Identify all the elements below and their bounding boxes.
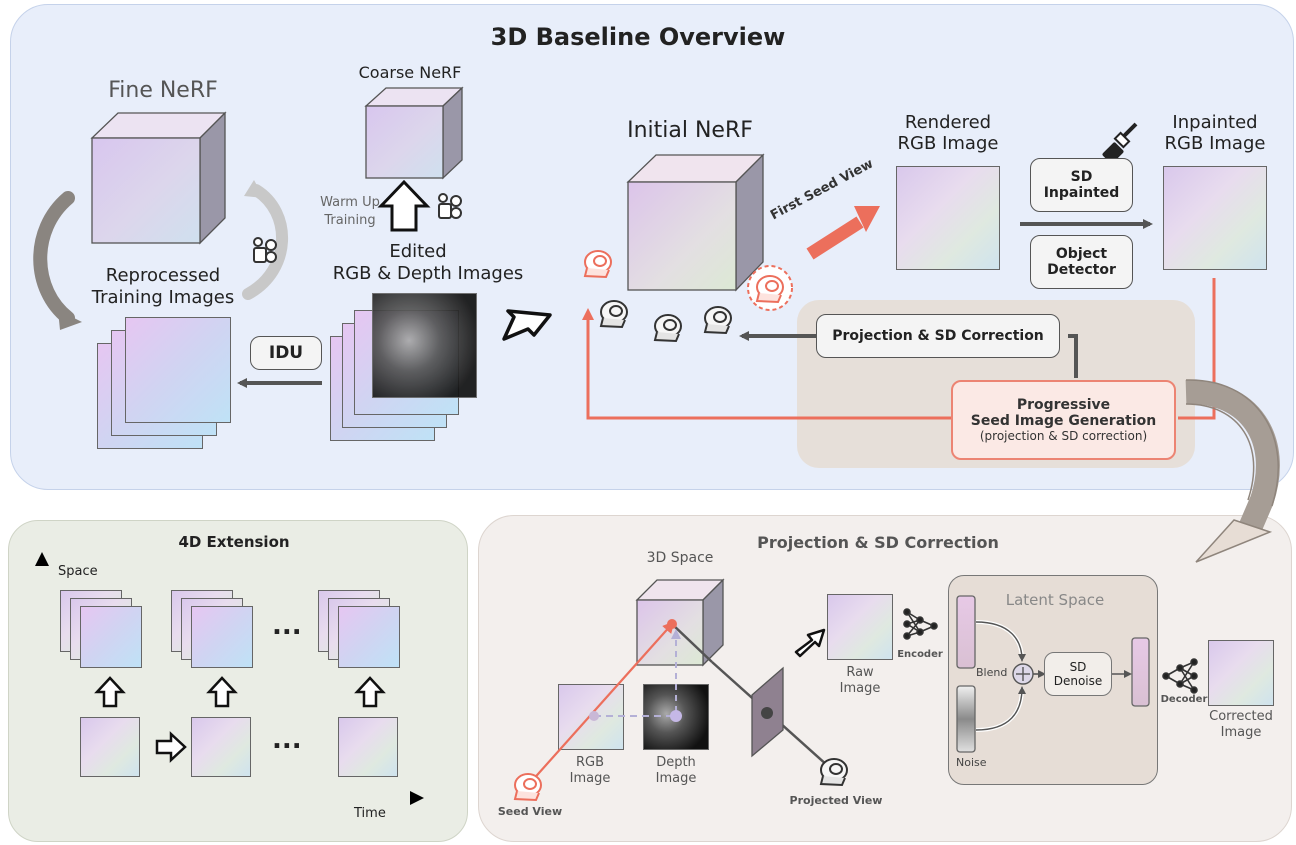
warm-up-label-1: Warm Up: [320, 195, 380, 210]
sd-inpainted-label-1: SD: [1070, 169, 1093, 185]
edited-depth-image: [372, 293, 477, 398]
fine-nerf-label: Fine NeRF: [108, 78, 218, 103]
fine-nerf-cube: [90, 111, 227, 245]
coarse-nerf-cube: [364, 86, 464, 180]
time-axis-label: Time: [354, 806, 386, 821]
rgb-image-label-1: RGB: [575, 755, 605, 770]
sd-denoise-label-2: Denoise: [1053, 674, 1103, 688]
coarse-nerf-label: Coarse NeRF: [358, 63, 462, 82]
ellipsis-time: ...: [272, 725, 302, 755]
reprocessed-label-2: Training Images: [91, 287, 235, 308]
4d-time-image-2: [191, 717, 251, 777]
inpainted-label-2: RGB Image: [1164, 133, 1266, 154]
overview-title: 3D Baseline Overview: [490, 23, 786, 51]
rgb-image-label-2: Image: [569, 771, 611, 786]
progressive-label-3: (projection & SD correction): [979, 429, 1148, 443]
projection-sd-correction-label: Projection & SD Correction: [832, 328, 1044, 344]
seed-view-label: Seed View: [497, 805, 563, 818]
progressive-seed-box: Progressive Seed Image Generation (proje…: [951, 380, 1176, 460]
depth-image-label-2: Image: [655, 771, 697, 786]
edited-label-2: RGB & Depth Images: [332, 263, 524, 284]
rendered-label-1: Rendered: [904, 112, 992, 133]
latent-space-label: Latent Space: [1005, 591, 1105, 609]
idu-label: IDU: [268, 343, 304, 363]
rendered-label-2: RGB Image: [897, 133, 999, 154]
blend-label: Blend: [976, 666, 1008, 679]
reprocessed-image-1: [125, 317, 231, 423]
idu-box: IDU: [250, 336, 322, 370]
sd-inpainted-box: SD Inpainted: [1030, 158, 1133, 212]
depth-image-label-1: Depth: [656, 755, 696, 770]
decoder-label: Decoder: [1160, 694, 1208, 705]
sd-denoise-label-1: SD: [1069, 660, 1087, 674]
sd-denoise-box: SD Denoise: [1044, 652, 1112, 696]
corrected-image-label-2: Image: [1220, 725, 1262, 740]
decoder-network-icon: [1162, 658, 1198, 694]
initial-nerf-cube: [626, 153, 765, 292]
four-d-extension-panel: [8, 520, 468, 842]
reprocessed-label-1: Reprocessed: [105, 265, 221, 286]
raw-image-label-2: Image: [839, 681, 881, 696]
raw-image-tile: [827, 594, 893, 660]
encoder-label: Encoder: [897, 649, 943, 660]
4d-time-image-3: [338, 717, 398, 777]
warm-up-label-2: Training: [324, 213, 376, 228]
progressive-label-1: Progressive: [1016, 397, 1111, 413]
corrected-image-tile: [1208, 640, 1274, 706]
4d-space-image-3a: [338, 606, 400, 668]
rendered-rgb-image: [896, 166, 1000, 270]
progressive-label-2: Seed Image Generation: [970, 413, 1157, 429]
raw-image-label-1: Raw: [846, 665, 874, 680]
encoder-network-icon: [903, 608, 938, 640]
inpainted-label-1: Inpainted: [1172, 112, 1258, 133]
edited-label-1: Edited: [389, 241, 447, 262]
projected-view-label: Projected View: [789, 794, 883, 807]
4d-time-image-1: [80, 717, 140, 777]
4d-space-image-1a: [80, 606, 142, 668]
object-detector-label-2: Detector: [1047, 262, 1116, 278]
initial-nerf-label: Initial NeRF: [627, 118, 753, 143]
projection-sd-correction-box: Projection & SD Correction: [816, 314, 1060, 358]
space-axis-label: Space: [58, 564, 98, 579]
three-d-space-cube: [635, 578, 725, 667]
projection-title: Projection & SD Correction: [757, 533, 999, 552]
object-detector-label-1: Object: [1055, 246, 1108, 262]
three-d-space-label: 3D Space: [646, 550, 714, 566]
inpainted-rgb-image: [1163, 166, 1267, 270]
four-d-title: 4D Extension: [178, 533, 290, 551]
noise-label: Noise: [956, 756, 987, 769]
4d-space-image-2a: [191, 606, 253, 668]
ellipsis-space: ...: [272, 611, 302, 641]
corrected-image-label-1: Corrected: [1209, 709, 1273, 724]
object-detector-box: Object Detector: [1030, 235, 1133, 289]
sd-inpainted-label-2: Inpainted: [1043, 185, 1120, 201]
